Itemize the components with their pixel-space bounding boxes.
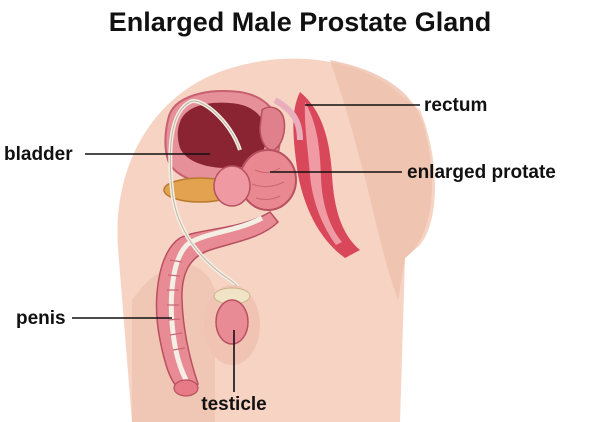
diagram-title: Enlarged Male Prostate Gland [109, 7, 492, 37]
rectum-fold [273, 97, 303, 141]
seminal-vesicle [259, 106, 286, 151]
bladder-label: bladder [4, 144, 73, 165]
rectum [273, 92, 360, 258]
testicle [204, 285, 260, 365]
bladder-cavity [177, 102, 267, 169]
rectum-highlight [304, 102, 342, 245]
enlarged-prostate [213, 149, 297, 211]
torso-shading [330, 60, 433, 300]
penis-segments [167, 259, 186, 351]
prostate-lobe [213, 165, 251, 207]
penis-shaft-inner [168, 215, 264, 382]
enlarged-prostate-label: enlarged protate [407, 162, 556, 183]
glans [173, 379, 199, 397]
seminal-vesicle-right [259, 106, 286, 151]
vas-deferens-outline [169, 100, 241, 307]
penis [155, 211, 280, 397]
rectum-label: rectum [424, 95, 487, 116]
testicle-label: testicle [201, 394, 266, 415]
prostate-texture [251, 167, 285, 201]
testicle-body [215, 299, 249, 345]
penis-label: penis [16, 308, 66, 329]
